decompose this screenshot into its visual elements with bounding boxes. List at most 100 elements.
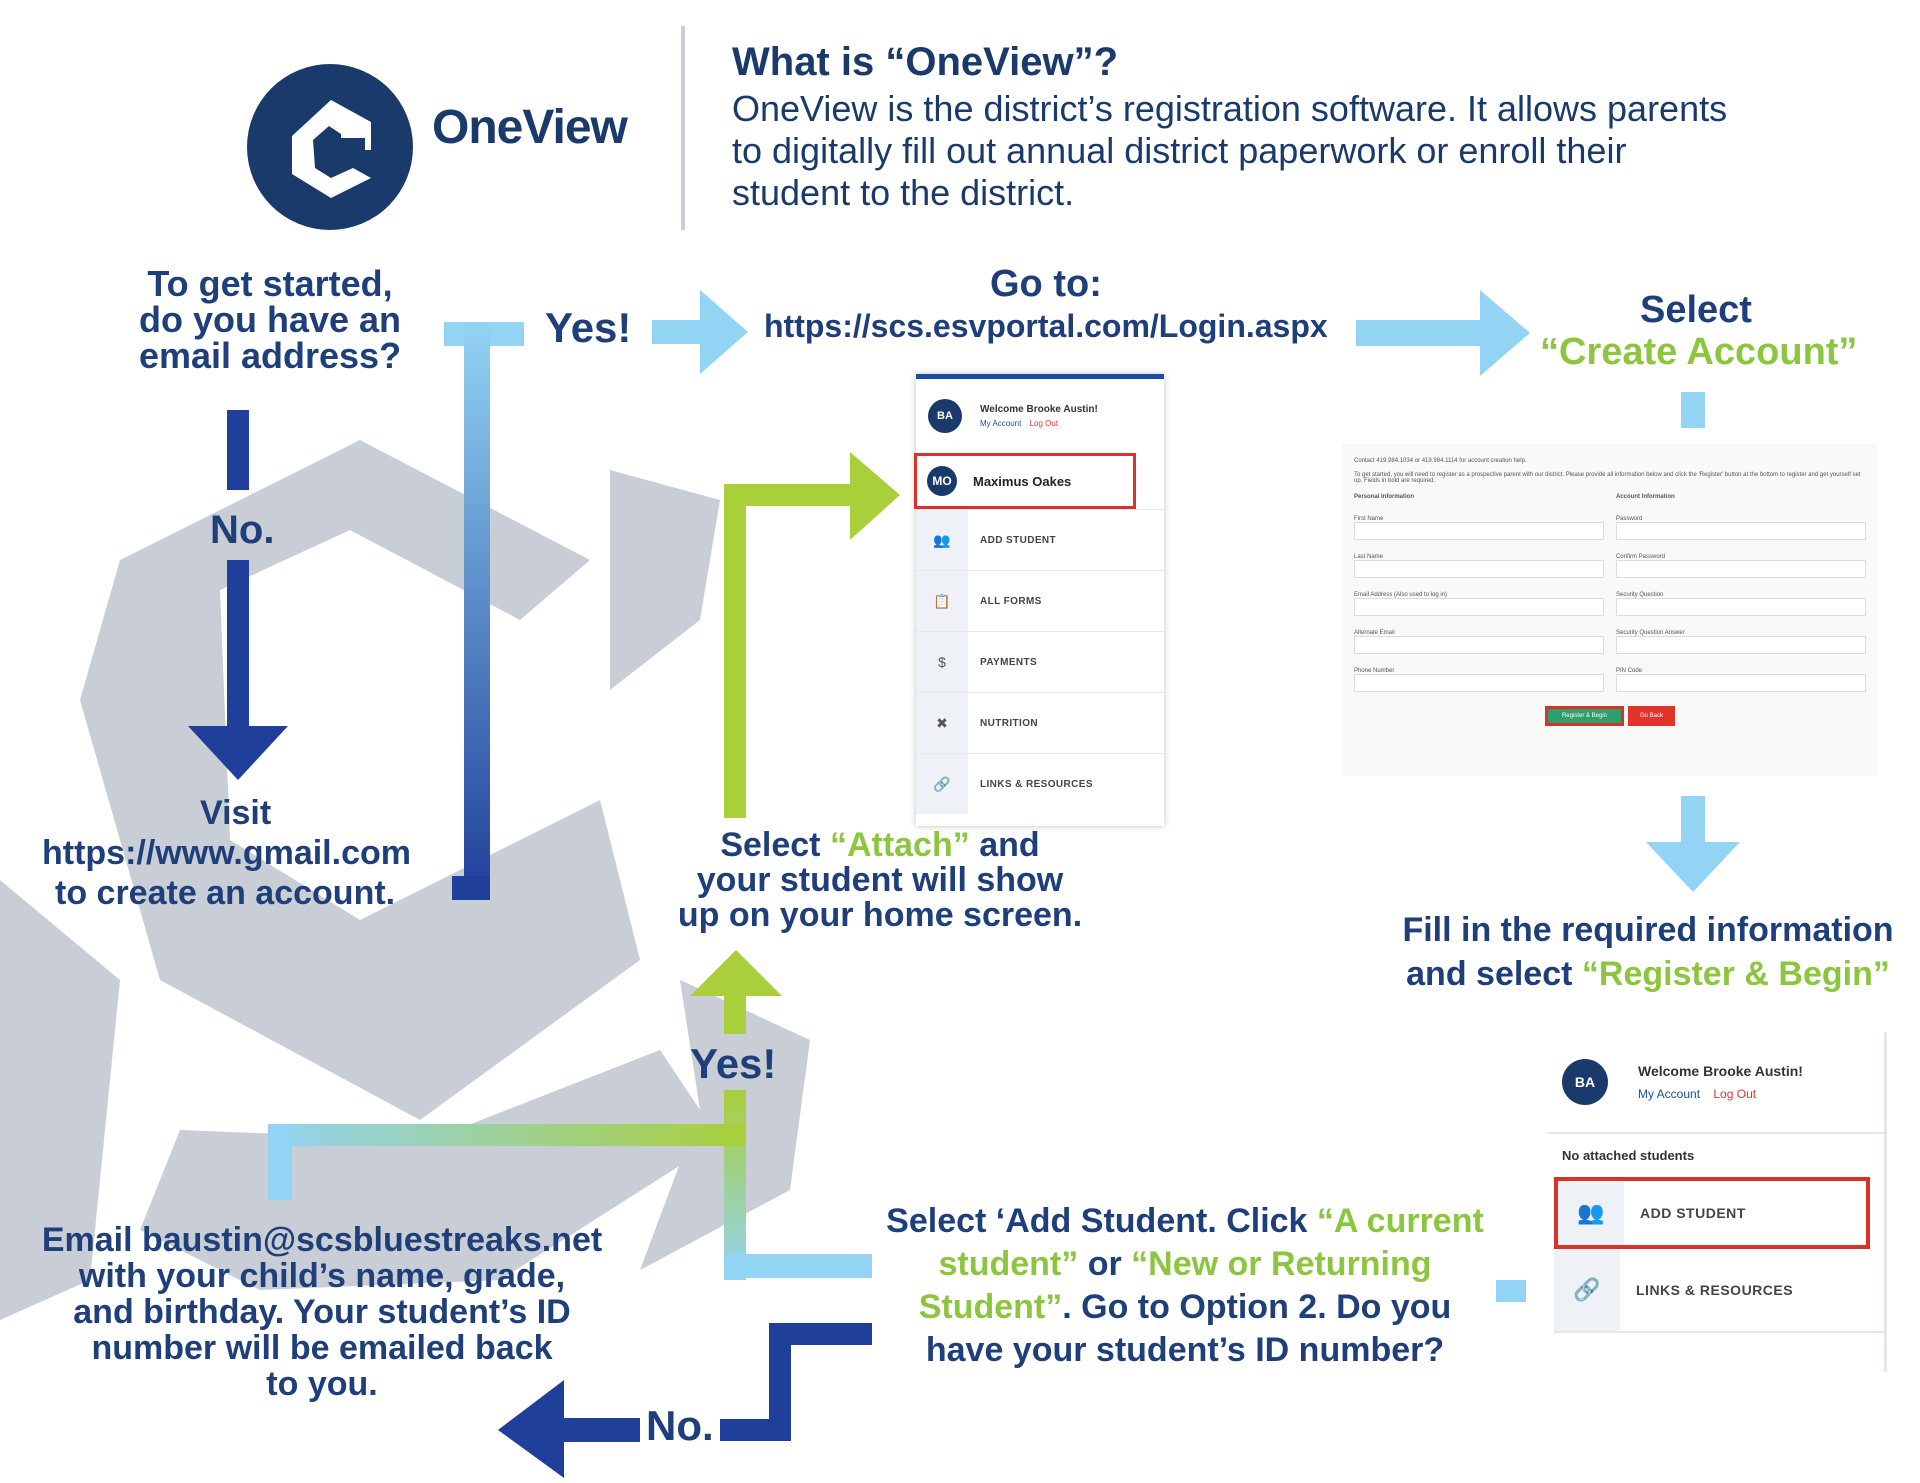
go-back-button[interactable]: Go Back [1628,706,1676,726]
email-line-4: number will be emailed back [91,1329,553,1367]
menu-label: PAYMENTS [980,656,1038,668]
add-student-instructions: Select ‘Add Student. Click “A current st… [860,1200,1510,1372]
no-label-1: No. [210,508,275,552]
log-out-link[interactable]: Log Out [1713,1087,1757,1101]
yes2-arrow-head [690,950,782,996]
my-account-link[interactable]: My Account [1638,1087,1701,1101]
email-branch-drop [268,1124,292,1200]
utensils-icon: ✖ [916,693,968,753]
what-is-title: What is “OneView”? [732,40,1118,84]
link-icon: 🔗 [916,754,968,814]
attach-line-3: up on your home screen. [677,896,1083,934]
yes2-arrow-shaft-top [724,994,746,1034]
attach-line-1: Select “Attach” and [720,826,1040,864]
users-icon: 👥 [916,510,968,570]
field-label: Security Question Answer [1616,630,1685,636]
no2-arrow-head [498,1380,564,1478]
add-student-menu-item[interactable]: 👥 ADD STUDENT [1554,1177,1870,1249]
clipboard-icon: 📋 [916,571,968,631]
account-info-column: Account Information Password Confirm Pas… [1616,494,1866,692]
log-out-link[interactable]: Log Out [1029,419,1059,428]
add-line-2: student” or “New or Returning [938,1245,1432,1283]
welcome-text: Welcome Brooke Austin! [1638,1063,1803,1079]
fill-line-1: Fill in the required information [1402,911,1894,949]
fill-arrow-head [1646,842,1740,892]
form-intro-text: To get started, you will need to registe… [1354,472,1861,484]
header-divider [681,26,685,230]
oneview-brand-name: OneView [432,101,628,154]
no-arrow-shaft-bottom [227,560,249,730]
what-is-description: OneView is the district’s registration s… [732,88,1728,213]
confirm-password-input[interactable] [1616,560,1866,578]
visit-label: Visit [200,794,272,832]
users-icon: 👥 [1558,1181,1624,1245]
email-line-1: Email baustin@scsbluestreaks.net [41,1221,603,1259]
fill-arrow-shaft [1681,796,1705,846]
field-label: Alternate Email [1354,630,1395,636]
gmail-tail: to create an account. [55,874,396,912]
menu-nutrition[interactable]: ✖ NUTRITION [916,692,1164,753]
menu-all-forms[interactable]: 📋 ALL FORMS [916,570,1164,631]
field-label: Password [1616,516,1643,522]
yes2-arrow-shaft [724,1090,746,1280]
student-row-maximus[interactable]: MO Maximus Oakes [914,453,1136,509]
yes-arrow-shaft [652,320,702,344]
create-account-connector [1681,392,1705,428]
add-student-label: ADD STUDENT [1640,1205,1746,1221]
fill-instructions: Fill in the required information and sel… [1378,908,1918,996]
attach-instructions: Select “Attach” and your student will sh… [640,828,1120,933]
first-name-input[interactable] [1354,522,1604,540]
select-label: Select [1640,289,1752,331]
field-label: Email Address (Also used to log in) [1354,592,1448,598]
pin-code-input[interactable] [1616,674,1866,692]
field-label: First Name [1354,516,1384,522]
attach-arrow-head [850,452,900,540]
create-account-label: “Create Account” [1540,331,1858,373]
no-students-text: No attached students [1548,1132,1884,1177]
no2-arrow-path [720,1323,872,1441]
home-user-header: BA Welcome Brooke Austin! My Account Log… [916,379,1164,453]
form-help-text: Contact 419.984.1034 or 419.984.1114 for… [1354,458,1527,464]
last-name-input[interactable] [1354,560,1604,578]
personal-info-heading: Personal Information [1354,494,1415,500]
alternate-email-input[interactable] [1354,636,1604,654]
home-topbar [916,374,1164,379]
links-resources-menu-item[interactable]: 🔗 LINKS & RESOURCES [1554,1249,1884,1333]
menu-links-resources[interactable]: 🔗 LINKS & RESOURCES [916,753,1164,814]
no-arrow-head [188,726,288,780]
dollar-icon: $ [916,632,968,692]
oneview-logo-icon [292,100,371,198]
phone-input[interactable] [1354,674,1604,692]
add-shot-connector [1496,1280,1526,1302]
user-avatar: BA [928,399,962,433]
goto-url[interactable]: https://scs.esvportal.com/Login.aspx [764,308,1328,344]
my-account-link[interactable]: My Account [980,419,1022,428]
gmail-url[interactable]: https://www.gmail.com [42,834,411,872]
links-resources-label: LINKS & RESOURCES [1636,1282,1794,1298]
email-input[interactable] [1354,598,1604,616]
student-avatar: MO [927,466,957,496]
field-label: Security Question [1616,592,1664,598]
attach-arrow-horizontal [724,484,854,506]
password-input[interactable] [1616,522,1866,540]
menu-label: ALL FORMS [980,595,1042,607]
no-arrow-shaft-top [227,410,249,490]
field-label: Phone Number [1354,668,1395,674]
menu-add-student[interactable]: 👥 ADD STUDENT [916,509,1164,570]
user-avatar: BA [1562,1059,1608,1105]
fill-line-2: and select “Register & Begin” [1406,955,1890,993]
attach-arrow-vertical [724,484,746,818]
field-label: Confirm Password [1616,554,1666,560]
no2-arrow-shaft [560,1418,640,1442]
personal-info-column: Personal Information First Name Last Nam… [1354,494,1604,692]
email-line-2: with your child’s name, grade, [78,1257,566,1295]
menu-payments[interactable]: $ PAYMENTS [916,631,1164,692]
security-question-select[interactable] [1616,598,1866,616]
security-answer-input[interactable] [1616,636,1866,654]
start-question: To get started, do you have an email add… [138,263,402,376]
attach-line-2: your student will show [696,861,1064,899]
register-begin-button[interactable]: Register & Begin [1544,706,1624,726]
yes-bracket-vertical [464,322,490,900]
email-line-3: and birthday. Your student’s ID [73,1293,571,1331]
email-line-5: to you. [266,1365,378,1403]
